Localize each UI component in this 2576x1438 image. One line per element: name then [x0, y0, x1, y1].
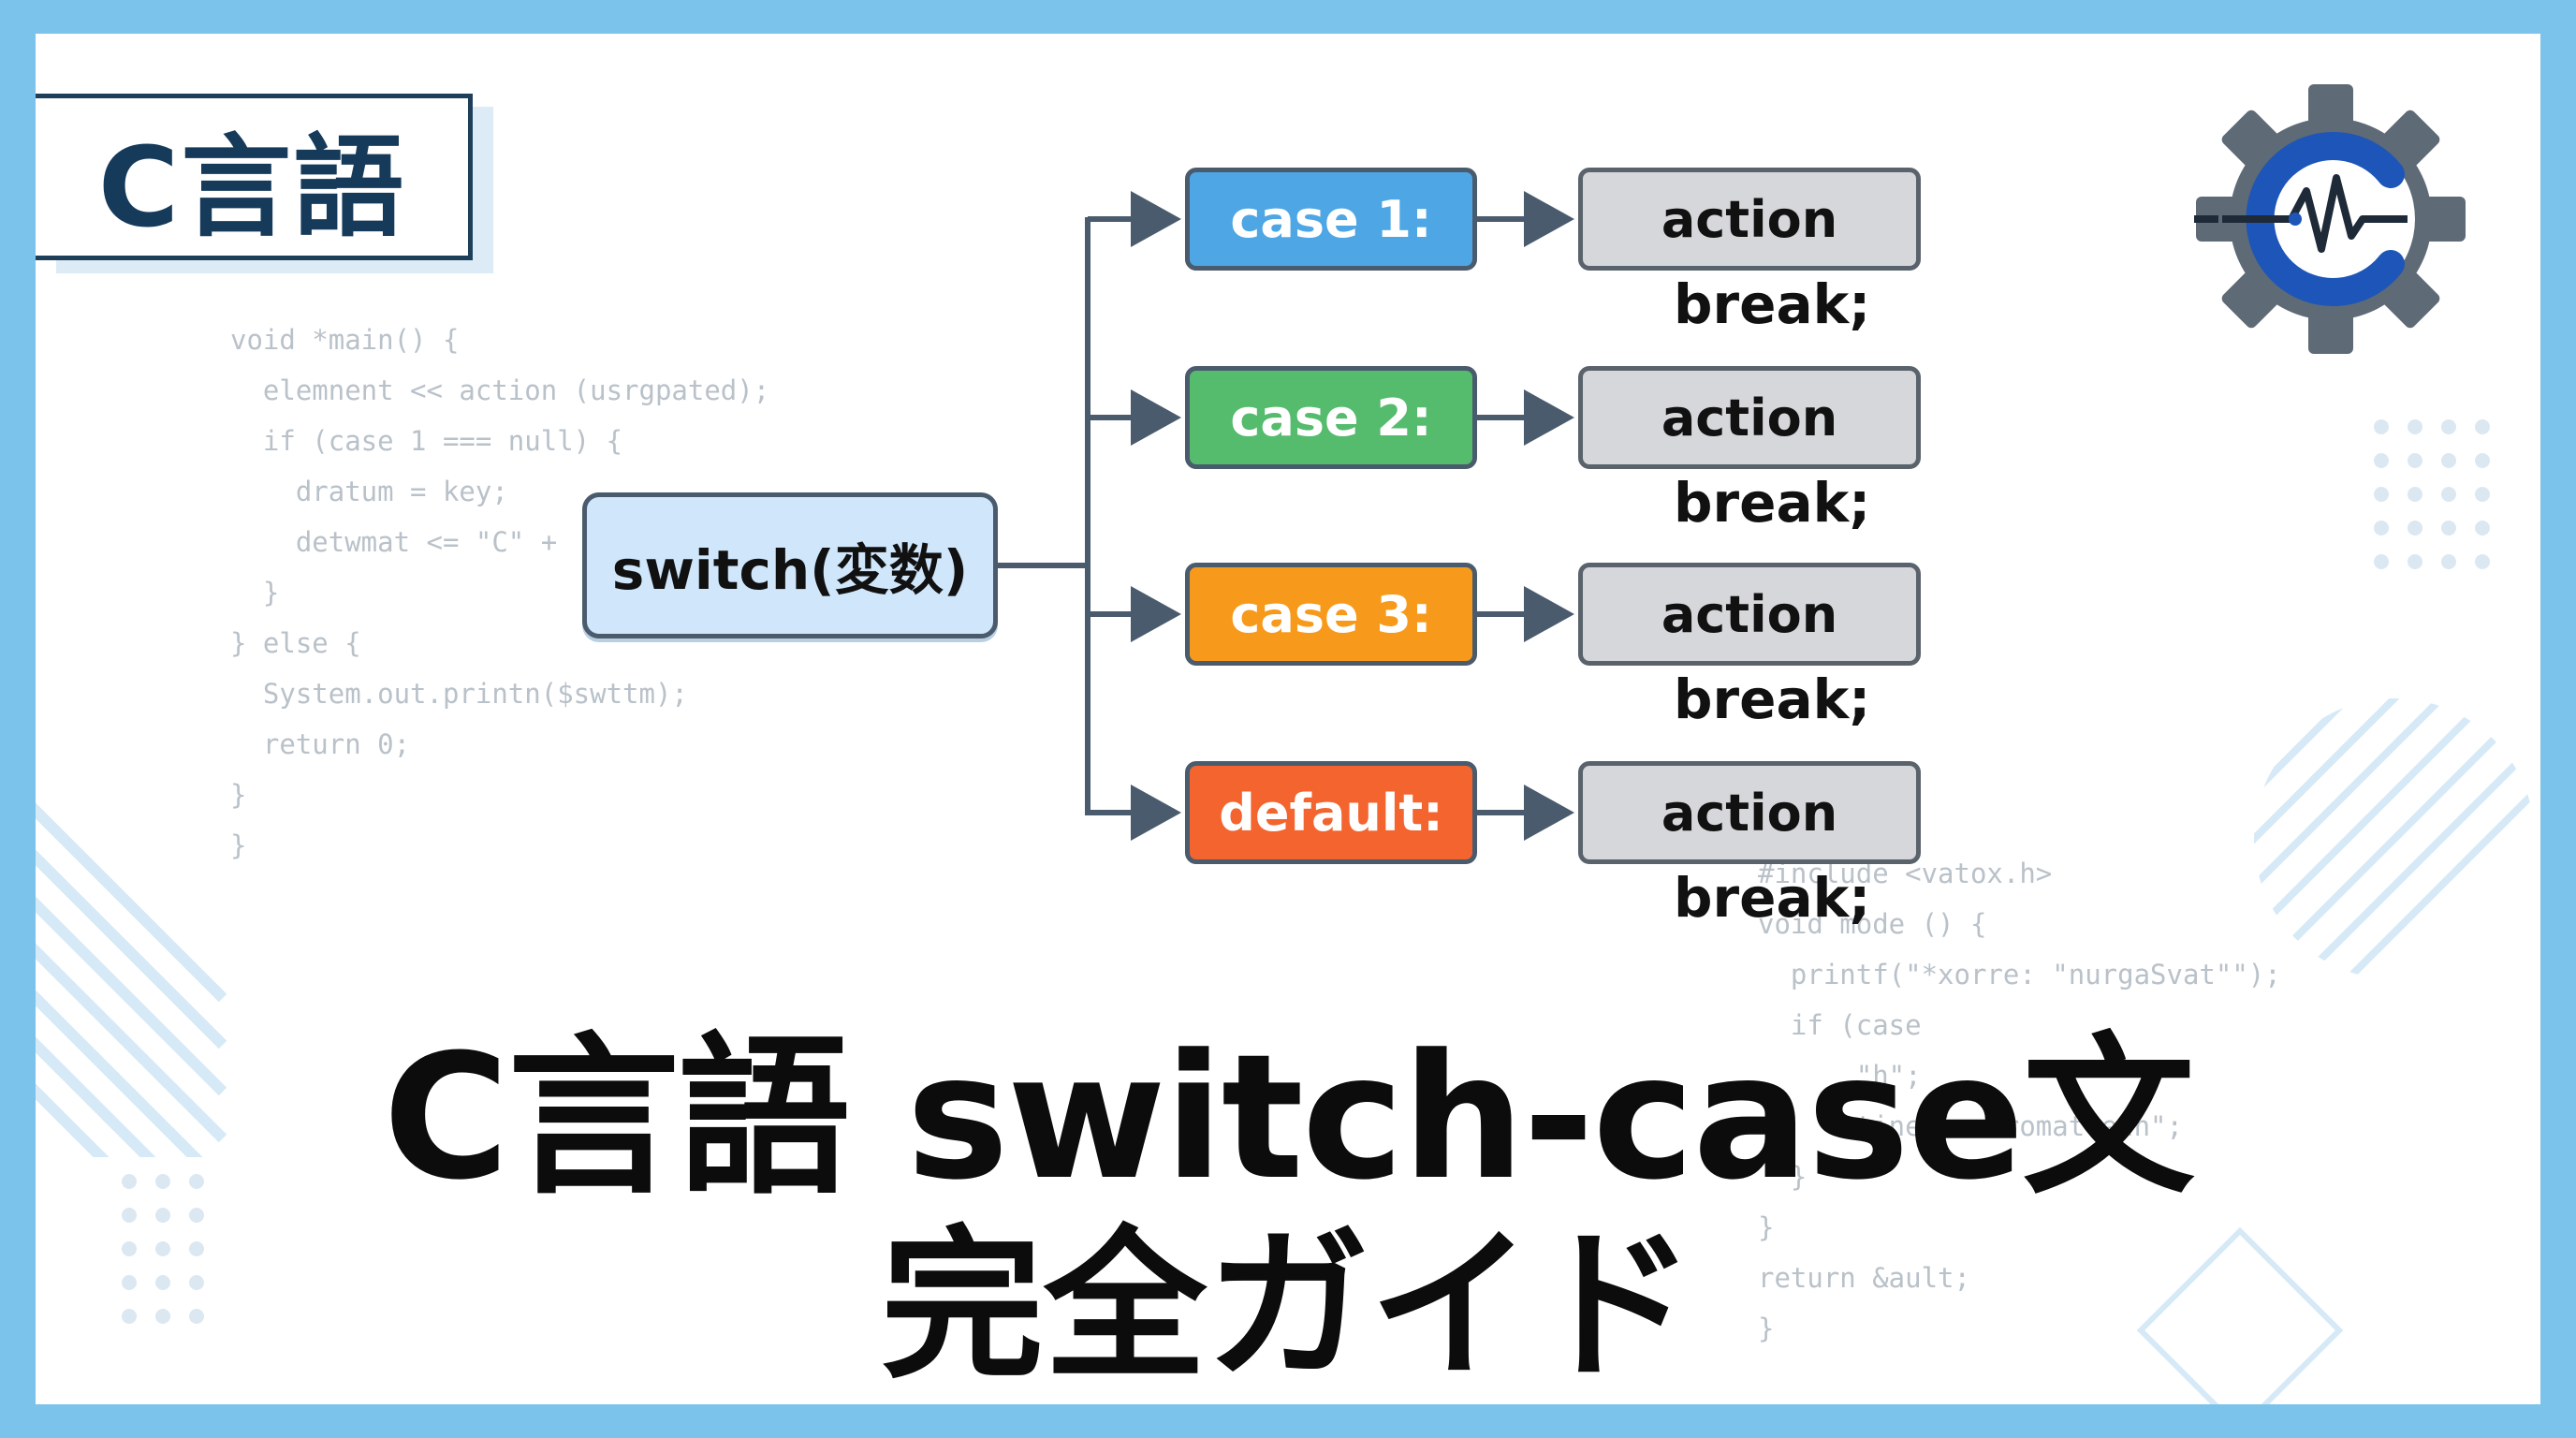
case-node-label: case 3: — [1230, 584, 1432, 644]
title-line-2: 完全ガイド — [880, 1211, 1695, 1401]
deco-dot — [2475, 521, 2490, 536]
action-node-label: action — [1661, 189, 1838, 249]
code-line: #include <vatox.h> — [1758, 858, 2053, 889]
gear-c-heartbeat-icon — [2194, 84, 2466, 354]
code-line: void mode () { — [1758, 908, 1987, 940]
deco-dot — [122, 1309, 137, 1324]
code-line: void *main() { — [230, 324, 460, 356]
deco-dot — [122, 1241, 137, 1256]
deco-dot — [2374, 453, 2389, 468]
action-node-label: action — [1661, 783, 1838, 843]
case-node-label: case 2: — [1230, 388, 1432, 448]
background-code-right: #include <vatox.h> void mode () { printf(… — [1758, 848, 2281, 1354]
deco-dot — [122, 1208, 137, 1223]
case-node-2: case 2: — [1185, 366, 1477, 469]
code-line: } — [230, 577, 280, 609]
deco-dot — [189, 1275, 204, 1290]
deco-dot — [189, 1208, 204, 1223]
code-line: tine in fromattetn"; — [1758, 1110, 2183, 1142]
deco-dot — [189, 1309, 204, 1324]
deco-dot — [155, 1309, 170, 1324]
deco-dot — [2441, 419, 2456, 434]
code-line: } — [230, 829, 247, 861]
code-line: } — [1758, 1313, 1775, 1344]
language-tag-label: C言語 — [97, 122, 406, 252]
break-label-2: break; — [1674, 471, 1871, 535]
action-node-label: action — [1661, 584, 1838, 644]
deco-dot — [2475, 487, 2490, 502]
deco-dot — [2374, 419, 2389, 434]
switch-node: switch(変数) — [582, 492, 998, 638]
background-code-left: void *main() { elemnent << action (usrgp… — [230, 315, 769, 871]
deco-dot — [2441, 521, 2456, 536]
code-line: } — [1758, 1211, 1775, 1243]
code-line: elemnent << action (usrgpated); — [230, 374, 770, 406]
deco-dot — [2374, 487, 2389, 502]
deco-dot — [122, 1174, 137, 1189]
deco-dot — [2475, 419, 2490, 434]
break-label-1: break; — [1674, 272, 1871, 336]
code-line: return 0; — [230, 728, 411, 760]
action-node-4: action — [1578, 761, 1921, 864]
break-label-4: break; — [1674, 866, 1871, 930]
language-tag: C言語 — [36, 94, 473, 260]
code-line: printf("*xorre: "nurgaSvat""); — [1758, 959, 2281, 990]
flow-connectors — [998, 191, 1574, 841]
deco-dot — [189, 1174, 204, 1189]
code-line: detwmat <= "C" + — [230, 526, 558, 558]
code-line: } else { — [230, 627, 361, 659]
code-line: } — [1758, 1161, 1808, 1193]
code-line: dratum = key; — [230, 476, 508, 507]
switch-node-label: switch(変数) — [611, 538, 969, 602]
deco-dot — [155, 1241, 170, 1256]
deco-dot — [2475, 453, 2490, 468]
action-node-3: action — [1578, 563, 1921, 666]
deco-dot — [2408, 554, 2422, 569]
code-line: if (case 1 === null) { — [230, 425, 623, 457]
deco-dot — [2441, 554, 2456, 569]
case-node-3: case 3: — [1185, 563, 1477, 666]
code-line: "h"; — [1758, 1060, 1922, 1092]
deco-dot — [155, 1275, 170, 1290]
deco-dot — [155, 1208, 170, 1223]
deco-dot — [2408, 521, 2422, 536]
deco-dot — [2408, 453, 2422, 468]
deco-dot — [155, 1174, 170, 1189]
title-line-1: C言語 switch-case文 — [383, 1018, 2195, 1218]
deco-dot — [2441, 453, 2456, 468]
thumbnail-card: C言語 void *main() { elemnent << action (u… — [36, 34, 2540, 1404]
code-line: return &ault; — [1758, 1262, 1970, 1294]
deco-dot — [2408, 487, 2422, 502]
deco-dot — [2374, 554, 2389, 569]
deco-dot — [2408, 419, 2422, 434]
deco-dot — [189, 1241, 204, 1256]
deco-dot — [2374, 521, 2389, 536]
code-line: System.out.printn($swttm); — [230, 678, 688, 710]
code-line: } — [230, 779, 247, 811]
default-node: default: — [1185, 761, 1477, 864]
code-line: if (case — [1758, 1009, 1922, 1041]
deco-dot — [2475, 554, 2490, 569]
action-node-1: action — [1578, 168, 1921, 271]
case-node-label: case 1: — [1230, 189, 1432, 249]
case-node-label: default: — [1219, 783, 1443, 843]
background-decoration — [36, 419, 2535, 1404]
deco-dot — [122, 1275, 137, 1290]
break-label-3: break; — [1674, 668, 1871, 731]
action-node-label: action — [1661, 388, 1838, 448]
deco-dot — [2441, 487, 2456, 502]
action-node-2: action — [1578, 366, 1921, 469]
case-node-1: case 1: — [1185, 168, 1477, 271]
